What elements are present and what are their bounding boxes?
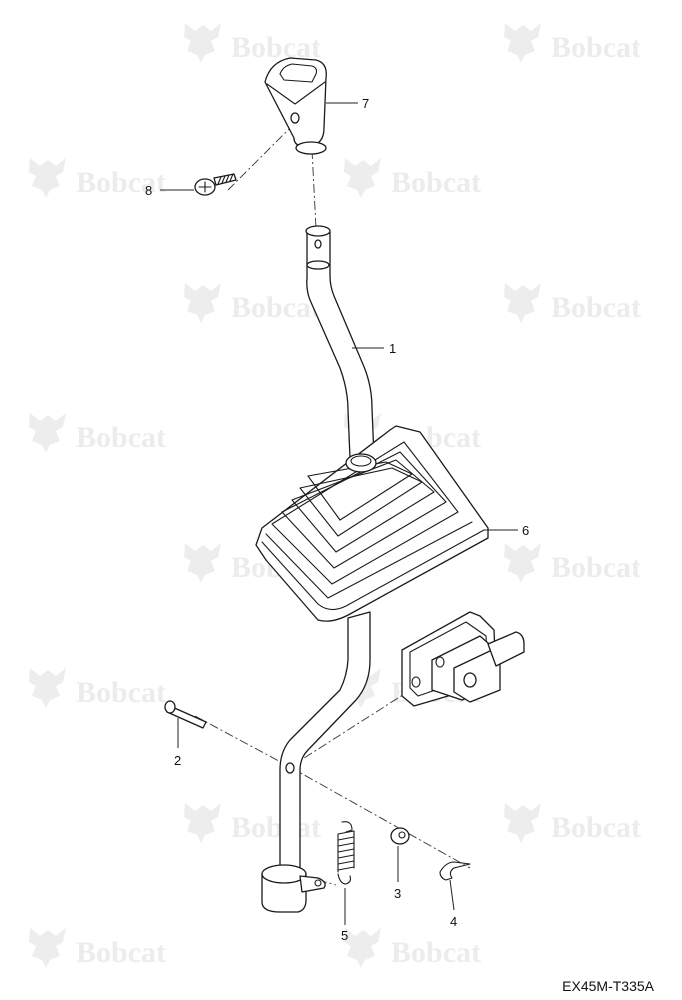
boot-part <box>255 425 489 622</box>
watermark-text: Bobcat <box>231 811 321 844</box>
pin-part <box>164 700 207 729</box>
watermark-text: Bobcat <box>76 166 166 199</box>
callout-2: 2 <box>174 753 181 768</box>
callout-leaders <box>160 102 518 925</box>
watermark-logo <box>29 413 66 453</box>
watermark-logo <box>184 23 221 63</box>
knob-part <box>264 57 327 155</box>
callout-labels: 1 2 3 4 5 6 7 8 <box>145 96 529 943</box>
watermark-text: Bobcat <box>231 291 321 324</box>
watermark-text: Bobcat <box>551 291 641 324</box>
watermark-logo <box>29 928 66 968</box>
callout-4: 4 <box>450 914 457 929</box>
watermark-logo <box>29 158 66 198</box>
watermark-logo <box>504 803 541 843</box>
watermark-logo <box>184 803 221 843</box>
watermark-text: Bobcat <box>391 166 481 199</box>
watermark-logo <box>504 283 541 323</box>
callout-6: 6 <box>522 523 529 538</box>
watermark-text: Bobcat <box>76 421 166 454</box>
watermark-text: Bobcat <box>551 811 641 844</box>
watermark-text: Bobcat <box>76 676 166 709</box>
callout-3: 3 <box>394 886 401 901</box>
lever-lower-part <box>261 611 371 913</box>
watermark-text: Bobcat <box>551 551 641 584</box>
lever-part <box>305 225 375 459</box>
watermark-text: Bobcat <box>76 936 166 969</box>
watermark-logo <box>184 283 221 323</box>
spring-clip-part <box>439 861 471 881</box>
watermark-logo <box>29 668 66 708</box>
callout-1: 1 <box>389 341 396 356</box>
screw-part <box>194 173 237 196</box>
spring-part <box>337 821 355 885</box>
watermark-logo <box>504 23 541 63</box>
callout-8: 8 <box>145 183 152 198</box>
watermark-text: Bobcat <box>551 31 641 64</box>
callout-5: 5 <box>341 928 348 943</box>
drawing-code: EX45M-T335A <box>562 978 654 994</box>
watermark-logo <box>504 543 541 583</box>
watermark-text: Bobcat <box>391 936 481 969</box>
watermark-logo <box>344 158 381 198</box>
callout-7: 7 <box>362 96 369 111</box>
bracket-part <box>401 611 525 707</box>
watermark-logo <box>184 543 221 583</box>
watermark-logo <box>344 928 381 968</box>
washer-part <box>390 827 410 845</box>
watermark-text: Bobcat <box>231 31 321 64</box>
